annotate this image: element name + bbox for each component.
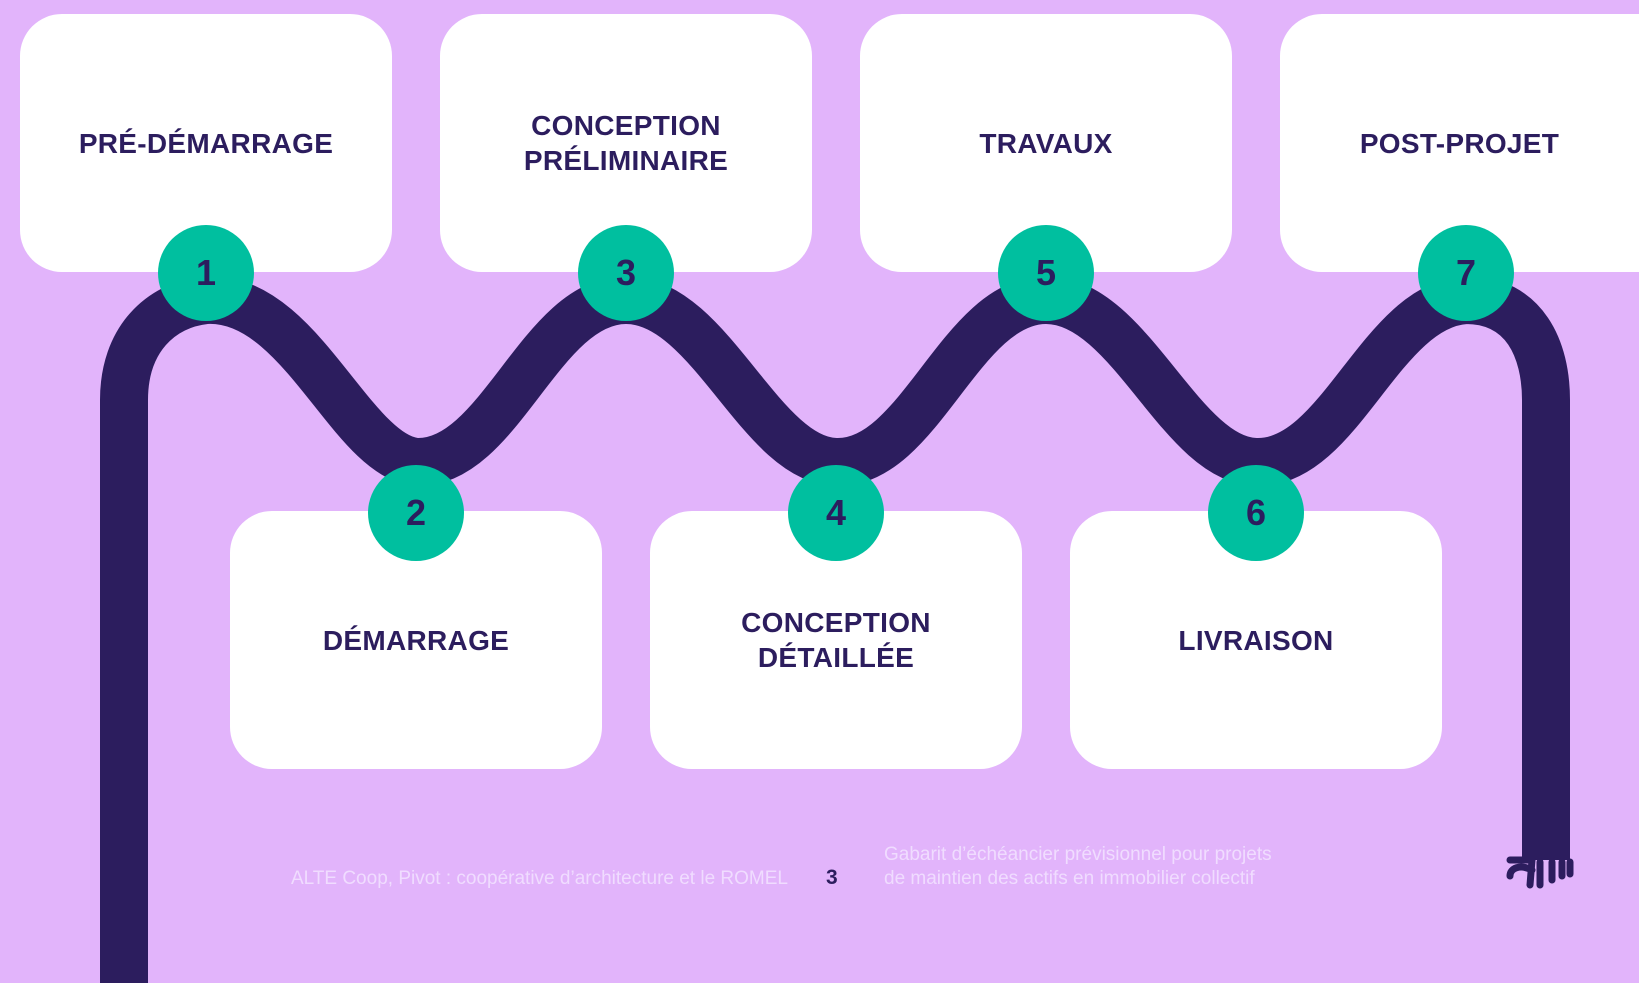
step-badge-5: 5 <box>998 225 1094 321</box>
step-number: 2 <box>405 492 427 533</box>
step-label: DÉMARRAGE <box>322 624 510 656</box>
step-number: 6 <box>1245 492 1267 533</box>
step-label: PRÉ-DÉMARRAGE <box>78 127 334 159</box>
road-path <box>100 276 1570 983</box>
document-title: Gabarit d’échéancier prévisionnel pour p… <box>884 844 1272 889</box>
step-number: 3 <box>615 252 637 293</box>
step-badge-3: 3 <box>578 225 674 321</box>
step-badge-7: 7 <box>1418 225 1514 321</box>
step-label: POST-PROJET <box>1359 127 1560 159</box>
step-number: 4 <box>825 492 847 533</box>
footer-credit: ALTE Coop, Pivot : coopérative d’archite… <box>290 868 788 889</box>
step-number: 7 <box>1455 252 1477 293</box>
hand-icon <box>1506 856 1574 889</box>
step-label: CONCEPTION PRÉLIMINAIRE <box>523 110 729 176</box>
step-number: 5 <box>1035 252 1057 293</box>
step-label: TRAVAUX <box>979 127 1113 159</box>
step-badge-1: 1 <box>158 225 254 321</box>
step-badge-4: 4 <box>788 465 884 561</box>
step-label: LIVRAISON <box>1178 624 1334 656</box>
page-number: 3 <box>826 866 838 889</box>
step-badge-2: 2 <box>368 465 464 561</box>
step-label: CONCEPTION DÉTAILLÉE <box>741 607 931 673</box>
step-badge-6: 6 <box>1208 465 1304 561</box>
step-number: 1 <box>195 252 217 293</box>
